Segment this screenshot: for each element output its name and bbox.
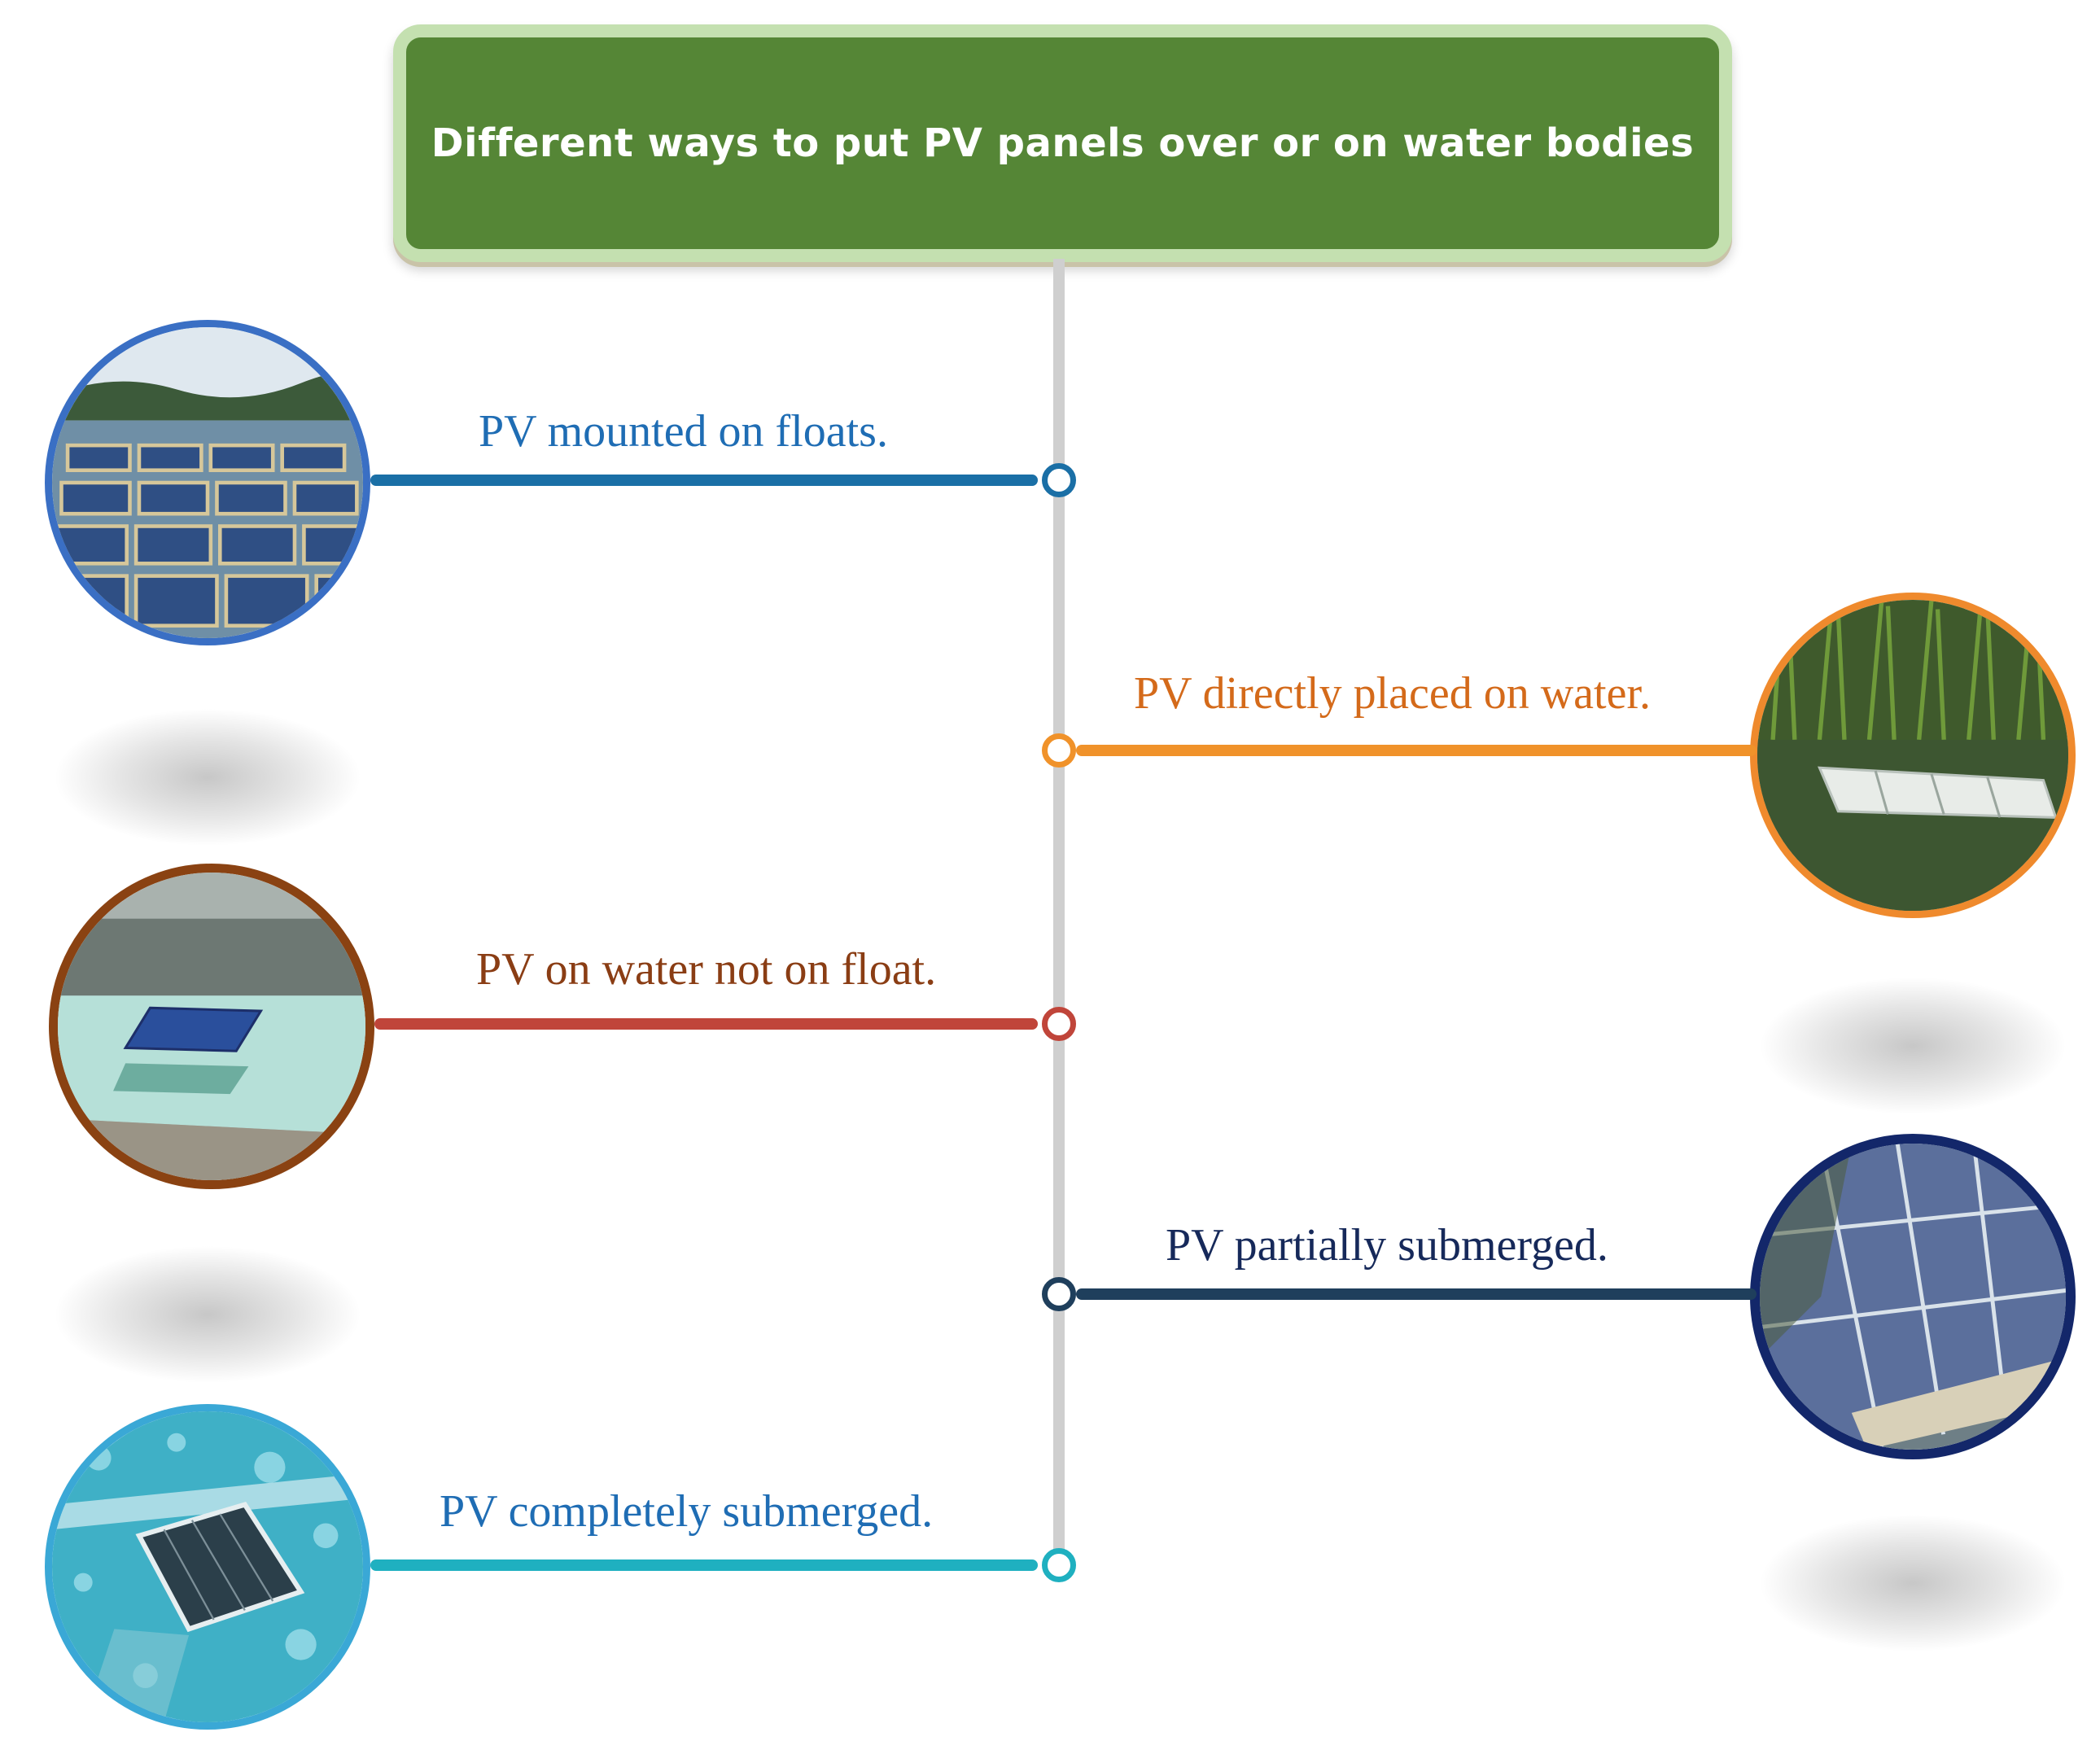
partially-submerged-pv-photo [1750,1134,2076,1459]
connector-line-1 [370,475,1038,486]
title-box: Different ways to put PV panels over or … [393,24,1732,262]
timeline-node-2 [1042,733,1076,768]
connector-line-5 [370,1559,1038,1571]
diagram-title: Different ways to put PV panels over or … [431,120,1695,166]
photo-shadow [53,708,362,846]
submerged-pv-photo [45,1404,370,1730]
connector-line-2 [1076,745,1757,756]
photo-shadow [1758,977,2067,1115]
item-label-4: PV partially submerged. [1166,1220,1608,1271]
timeline-node-5 [1042,1548,1076,1582]
item-label-2: PV directly placed on water. [1134,668,1652,719]
photo-shadow [53,1245,362,1384]
timeline-spine [1053,259,1065,1569]
photo-shadow [1758,1514,2067,1652]
item-label-5: PV completely submerged. [440,1486,934,1537]
timeline-node-3 [1042,1007,1076,1041]
connector-line-3 [374,1018,1038,1030]
item-label-1: PV mounted on floats. [479,406,888,457]
timeline-node-1 [1042,463,1076,497]
connector-line-4 [1076,1288,1757,1300]
pv-tank-photo [49,864,374,1189]
floating-pv-photo [45,320,370,645]
item-label-3: PV on water not on float. [476,944,937,995]
pv-on-water-photo [1750,593,2076,918]
timeline-node-4 [1042,1277,1076,1311]
